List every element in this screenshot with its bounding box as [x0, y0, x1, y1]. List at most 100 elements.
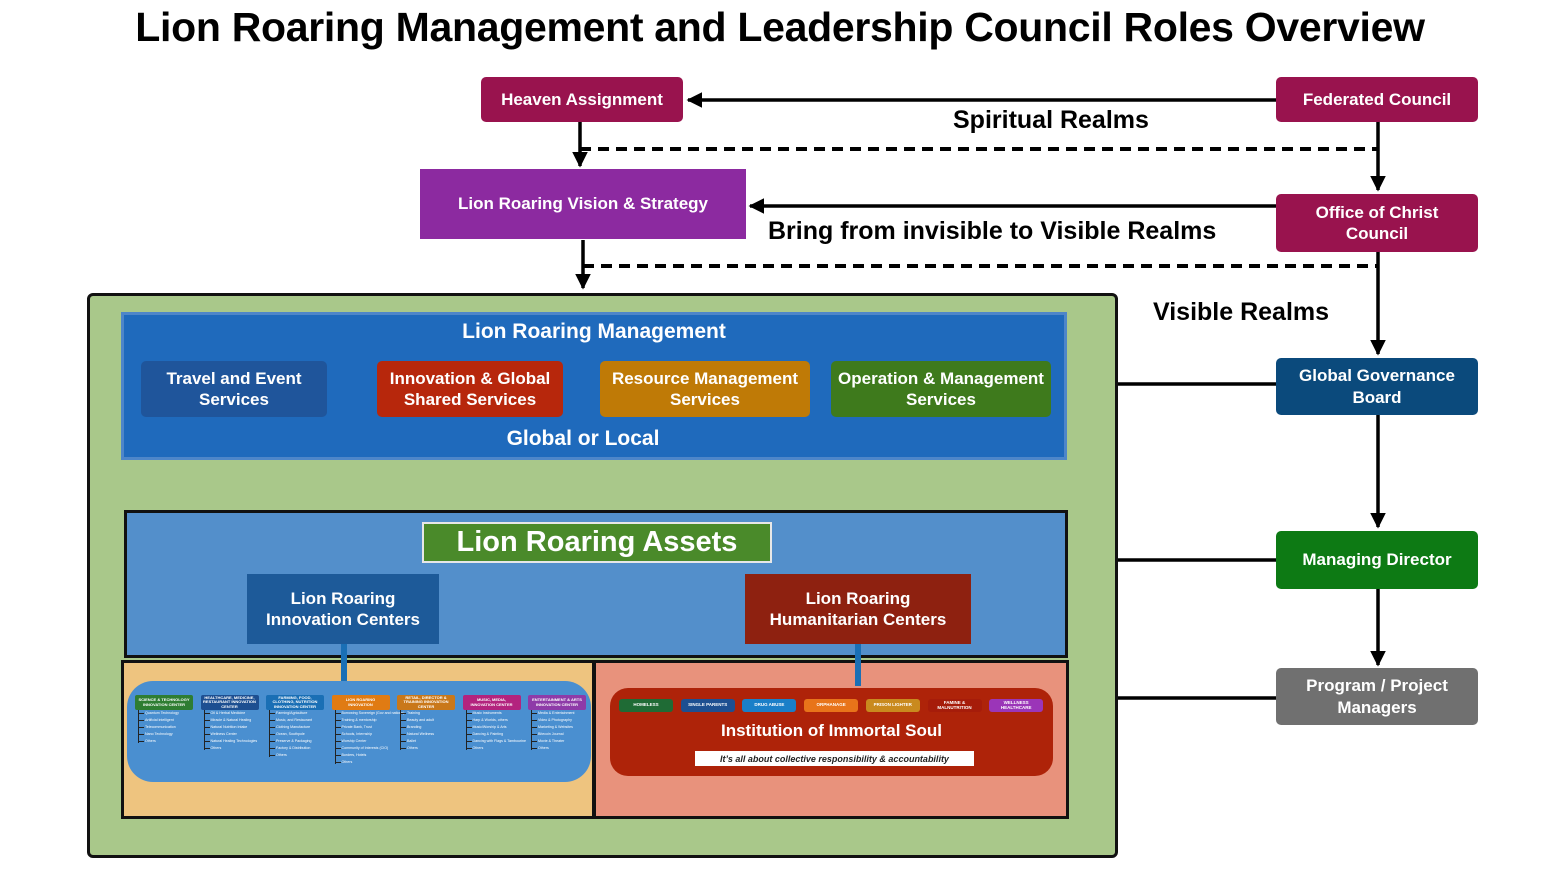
- humanitarian-tags: HOMELESS SINGLE PARENTS DRUG ABUSE ORPHANAG…: [619, 699, 1045, 713]
- innovation-column-spine: [465, 710, 467, 750]
- innovation-column-item: Ballet: [397, 738, 455, 745]
- bring-visible-label: Bring from invisible to Visible Realms: [768, 217, 1217, 245]
- innovation-column-spine: [334, 710, 336, 764]
- innovation-column-item: Artificial intelligent: [135, 717, 193, 724]
- humanitarian-tag[interactable]: SINGLE PARENTS: [680, 699, 735, 712]
- innovation-column: HEALTHCARE, MEDICINE, RESTAURANT INNOVAT…: [200, 695, 259, 752]
- innovation-column-item: Beauty and adult: [397, 717, 455, 724]
- humanitarian-connector-lower: [855, 660, 861, 686]
- innovation-column-item: Music Instruments: [463, 710, 521, 717]
- innovation-column-item: Others: [463, 745, 521, 752]
- innovation-column-item: Branding: [397, 724, 455, 731]
- assets-title: Lion Roaring Assets: [422, 522, 772, 563]
- innovation-column-header[interactable]: FARMING, FOOD, CLOTHING, NUTRITION INNOV…: [266, 695, 324, 710]
- innovation-column-item: Music, and Restaurant: [266, 717, 324, 724]
- innovation-column: FARMING, FOOD, CLOTHING, NUTRITION INNOV…: [266, 695, 324, 759]
- innovation-column-item: Telecommunication: [135, 724, 193, 731]
- innovation-column-item: Others: [135, 738, 193, 745]
- global-governance-board-node[interactable]: Global Governance Board: [1276, 358, 1478, 415]
- management-title: Lion Roaring Management: [462, 320, 726, 343]
- spiritual-realms-label: Spiritual Realms: [953, 106, 1149, 134]
- institution-tagline: It’s all about collective responsibility…: [695, 751, 974, 766]
- innovation-column-item: Others: [397, 745, 455, 752]
- innovation-column-header[interactable]: ENTERTAINMENT & ARTS INNOVATION CENTER: [528, 695, 586, 710]
- innovation-connector-lower: [341, 660, 347, 684]
- innovation-column-item: Training: [397, 710, 455, 717]
- innovation-column-header[interactable]: LION ROARING INNOVATION: [331, 695, 390, 710]
- page-title: Lion Roaring Management and Leadership C…: [135, 4, 1425, 50]
- innovation-column-item: Dancing & Painting: [463, 731, 521, 738]
- innovation-column-item: Training & mentorship: [332, 717, 390, 724]
- innovation-column-spine: [269, 710, 270, 757]
- innovation-column-item: Bitecoin Journal: [528, 731, 586, 738]
- innovation-column-item: Quantum Technology: [135, 710, 193, 717]
- innovation-column-item: Media & Entertainment: [528, 710, 586, 717]
- innovation-column-item: Natural Healing Technologies: [201, 738, 259, 745]
- humanitarian-tag[interactable]: HOMELESS: [619, 699, 673, 712]
- innovation-column-header[interactable]: HEALTHCARE, MEDICINE, RESTAURANT INNOVAT…: [200, 695, 259, 710]
- innovation-column-item: Private Bank, Trust: [332, 724, 390, 731]
- humanitarian-tag[interactable]: FAMINE & MALNUTRITION: [927, 699, 982, 712]
- innovation-column-item: Schools, Internship: [332, 731, 390, 738]
- visible-realms-label: Visible Realms: [1153, 298, 1330, 326]
- humanitarian-centers-node[interactable]: Lion Roaring Humanitarian Centers: [745, 574, 971, 644]
- institution-title: Institution of Immortal Soul: [721, 721, 942, 740]
- innovation-column-item: Worship Center: [332, 738, 390, 745]
- innovation-column-header[interactable]: RETAIL, DIRECTOR & TRAINING INNOVATION C…: [397, 695, 455, 710]
- innovation-column-item: Video & Photography: [528, 717, 586, 724]
- innovation-column-item: Natural Nutrition Intake: [201, 724, 259, 731]
- innovation-column-spine: [400, 710, 401, 750]
- heaven-assignment-node[interactable]: Heaven Assignment: [481, 77, 683, 122]
- innovation-column-item: Others: [332, 759, 390, 766]
- innovation-column-item: Preserve & Packaging: [266, 738, 324, 745]
- innovation-column-item: Community of Interests (CIO): [332, 745, 390, 752]
- program-project-managers-node[interactable]: Program / Project Managers: [1276, 668, 1478, 725]
- humanitarian-tag[interactable]: WELLNESS HEALTHCARE: [989, 699, 1044, 712]
- humanitarian-tag[interactable]: PRISON LIGHTER: [865, 699, 920, 712]
- innovation-column-spine: [531, 710, 532, 750]
- service-operation-management[interactable]: Operation & Management Services: [831, 361, 1051, 417]
- innovation-column-item: Borders, Hotels: [332, 752, 390, 759]
- innovation-column-item: Miracle & Natural Healing: [201, 717, 259, 724]
- humanitarian-tag[interactable]: DRUG ABUSE: [742, 699, 797, 712]
- humanitarian-tag[interactable]: ORPHANAGE: [804, 699, 859, 712]
- innovation-column-item: Dancing with Flags & Tambourine: [463, 738, 526, 745]
- managing-director-node[interactable]: Managing Director: [1276, 531, 1478, 589]
- innovation-column-item: Ocean, Southpole: [266, 731, 324, 738]
- service-innovation-global[interactable]: Innovation & Global Shared Services: [377, 361, 563, 417]
- innovation-column: RETAIL, DIRECTOR & TRAINING INNOVATION C…: [397, 695, 455, 752]
- innovation-column-item: Others: [201, 745, 259, 752]
- innovation-column-item: Wellness Center: [201, 731, 259, 738]
- innovation-column-item: Factory & Distribution: [266, 745, 324, 752]
- innovation-column-item: Harp & Worlds, others: [463, 717, 521, 724]
- service-travel-event[interactable]: Travel and Event Services: [141, 361, 327, 417]
- global-or-local-label: Global or Local: [506, 427, 660, 450]
- innovation-column-header[interactable]: SCIENCE & TECHNOLOGY INNOVATION CENTER: [135, 695, 193, 710]
- federated-council-node[interactable]: Federated Council: [1276, 77, 1478, 122]
- innovation-column-item: Farming/Agriculture: [266, 710, 324, 717]
- innovation-column-spine: [203, 710, 205, 750]
- innovation-column-item: Clothing Manufacture: [266, 724, 324, 731]
- vision-strategy-node[interactable]: Lion Roaring Vision & Strategy: [420, 169, 746, 239]
- innovation-column-item: Nano Technology: [135, 731, 193, 738]
- innovation-column-item: Others: [528, 745, 586, 752]
- innovation-column-item: Music/Worship & Arts: [463, 724, 521, 731]
- innovation-column-item: Natural Wellness: [397, 731, 455, 738]
- innovation-column-item: Borrowing Sovereign (Gov and nations): [332, 710, 404, 717]
- innovation-column-item: Others: [266, 752, 324, 759]
- service-resource-management[interactable]: Resource Management Services: [600, 361, 810, 417]
- innovation-centers-node[interactable]: Lion Roaring Innovation Centers: [247, 574, 439, 644]
- innovation-column-spine: [138, 710, 139, 743]
- office-of-christ-council-node[interactable]: Office of Christ Council: [1276, 194, 1478, 252]
- innovation-column-item: Movie & Theater: [528, 738, 586, 745]
- innovation-column-item: Oil & Herbal Medicine: [201, 710, 259, 717]
- institution-blob: HOMELESS SINGLE PARENTS DRUG ABUSE ORPHANAG…: [610, 688, 1053, 776]
- innovation-column-item: Marketing & Websites: [528, 724, 586, 731]
- innovation-column-header[interactable]: MUSIC, MEDIA, INNOVATION CENTER: [462, 695, 521, 710]
